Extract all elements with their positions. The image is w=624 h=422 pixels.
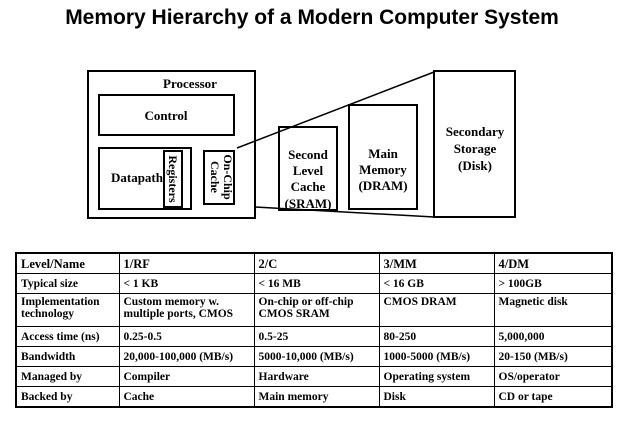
table-header-cell: Level/Name [15,252,120,274]
table-cell: CD or tape [493,386,613,408]
table-cell: 80-250 [378,326,495,347]
main-memory-label-2: Memory [359,162,407,177]
table-row: Bandwidth 20,000-100,000 (MB/s) 5000-10,… [15,346,613,367]
table-cell: Cache [118,386,255,408]
table-cell: Operating system [378,366,495,387]
table-cell: Main memory [253,386,380,408]
row-label: Backed by [15,386,120,408]
table-header-row: Level/Name 1/RF 2/C 3/MM 4/DM [15,252,613,274]
table-cell: 20-150 (MB/s) [493,346,613,367]
main-memory-box [348,104,418,210]
table-cell: > 100GB [493,273,613,294]
second-level-cache-label-3: Cache [291,179,326,194]
memory-hierarchy-diagram: Processor Control Datapath Registers On-… [87,70,516,219]
table-header-cell: 4/DM [493,252,613,274]
table-cell: 5,000,000 [493,326,613,347]
table-cell: Compiler [118,366,255,387]
onchip-cache-label-2: Cache [208,161,222,194]
main-memory-label-3: (DRAM) [358,178,407,193]
secondary-storage-label-3: (Disk) [458,158,492,173]
table-cell: OS/operator [493,366,613,387]
table-header-cell: 1/RF [118,252,255,274]
table-row: Backed by Cache Main memory Disk CD or t… [15,386,613,408]
row-label: Implementation technology [15,293,120,327]
table-header-cell: 3/MM [378,252,495,274]
table-cell: 0.5-25 [253,326,380,347]
table-cell: 1000-5000 (MB/s) [378,346,495,367]
table-header-cell: 2/C [253,252,380,274]
onchip-cache-label-1: On-Chip [221,154,235,200]
table-cell: 20,000-100,000 (MB/s) [118,346,255,367]
secondary-storage-label-2: Storage [454,141,497,156]
second-level-cache-label-4: (SRAM) [285,196,332,211]
row-label: Bandwidth [15,346,120,367]
table-cell: Custom memory w. multiple ports, CMOS [118,293,255,327]
table-cell: CMOS DRAM [378,293,495,327]
datapath-box [98,147,192,210]
secondary-storage-label-1: Secondary [446,124,505,139]
perspective-line-top [236,71,435,149]
table-row: Implementation technology Custom memory … [15,293,613,327]
table-cell: Magnetic disk [493,293,613,327]
memory-hierarchy-table: Level/Name 1/RF 2/C 3/MM 4/DM Typical si… [15,252,613,408]
table-row: Access time (ns) 0.25-0.5 0.5-25 80-250 … [15,326,613,347]
processor-label: Processor [163,76,217,91]
row-label: Access time (ns) [15,326,120,347]
onchip-cache-box [203,150,235,205]
control-label: Control [144,108,187,123]
second-level-cache-label-2: Level [293,163,324,178]
table-cell: Hardware [253,366,380,387]
table-cell: 5000-10,000 (MB/s) [253,346,380,367]
table-cell: Disk [378,386,495,408]
table-cell: < 16 MB [253,273,380,294]
control-box [98,94,235,136]
main-memory-label-1: Main [368,146,398,161]
processor-box [87,70,256,219]
registers-box [163,150,183,208]
row-label: Typical size [15,273,120,294]
table-row: Managed by Compiler Hardware Operating s… [15,366,613,387]
table-cell: < 16 GB [378,273,495,294]
table-row: Typical size < 1 KB < 16 MB < 16 GB > 10… [15,273,613,294]
second-level-cache-label-1: Second [288,147,329,162]
secondary-storage-box [433,70,516,218]
row-label: Managed by [15,366,120,387]
page-title: Memory Hierarchy of a Modern Computer Sy… [65,6,559,29]
datapath-label: Datapath [111,170,164,185]
table-cell: 0.25-0.5 [118,326,255,347]
registers-label: Registers [166,155,180,203]
table-cell: < 1 KB [118,273,255,294]
table-cell: On-chip or off-chip CMOS SRAM [253,293,380,327]
perspective-line-bottom [254,206,435,218]
